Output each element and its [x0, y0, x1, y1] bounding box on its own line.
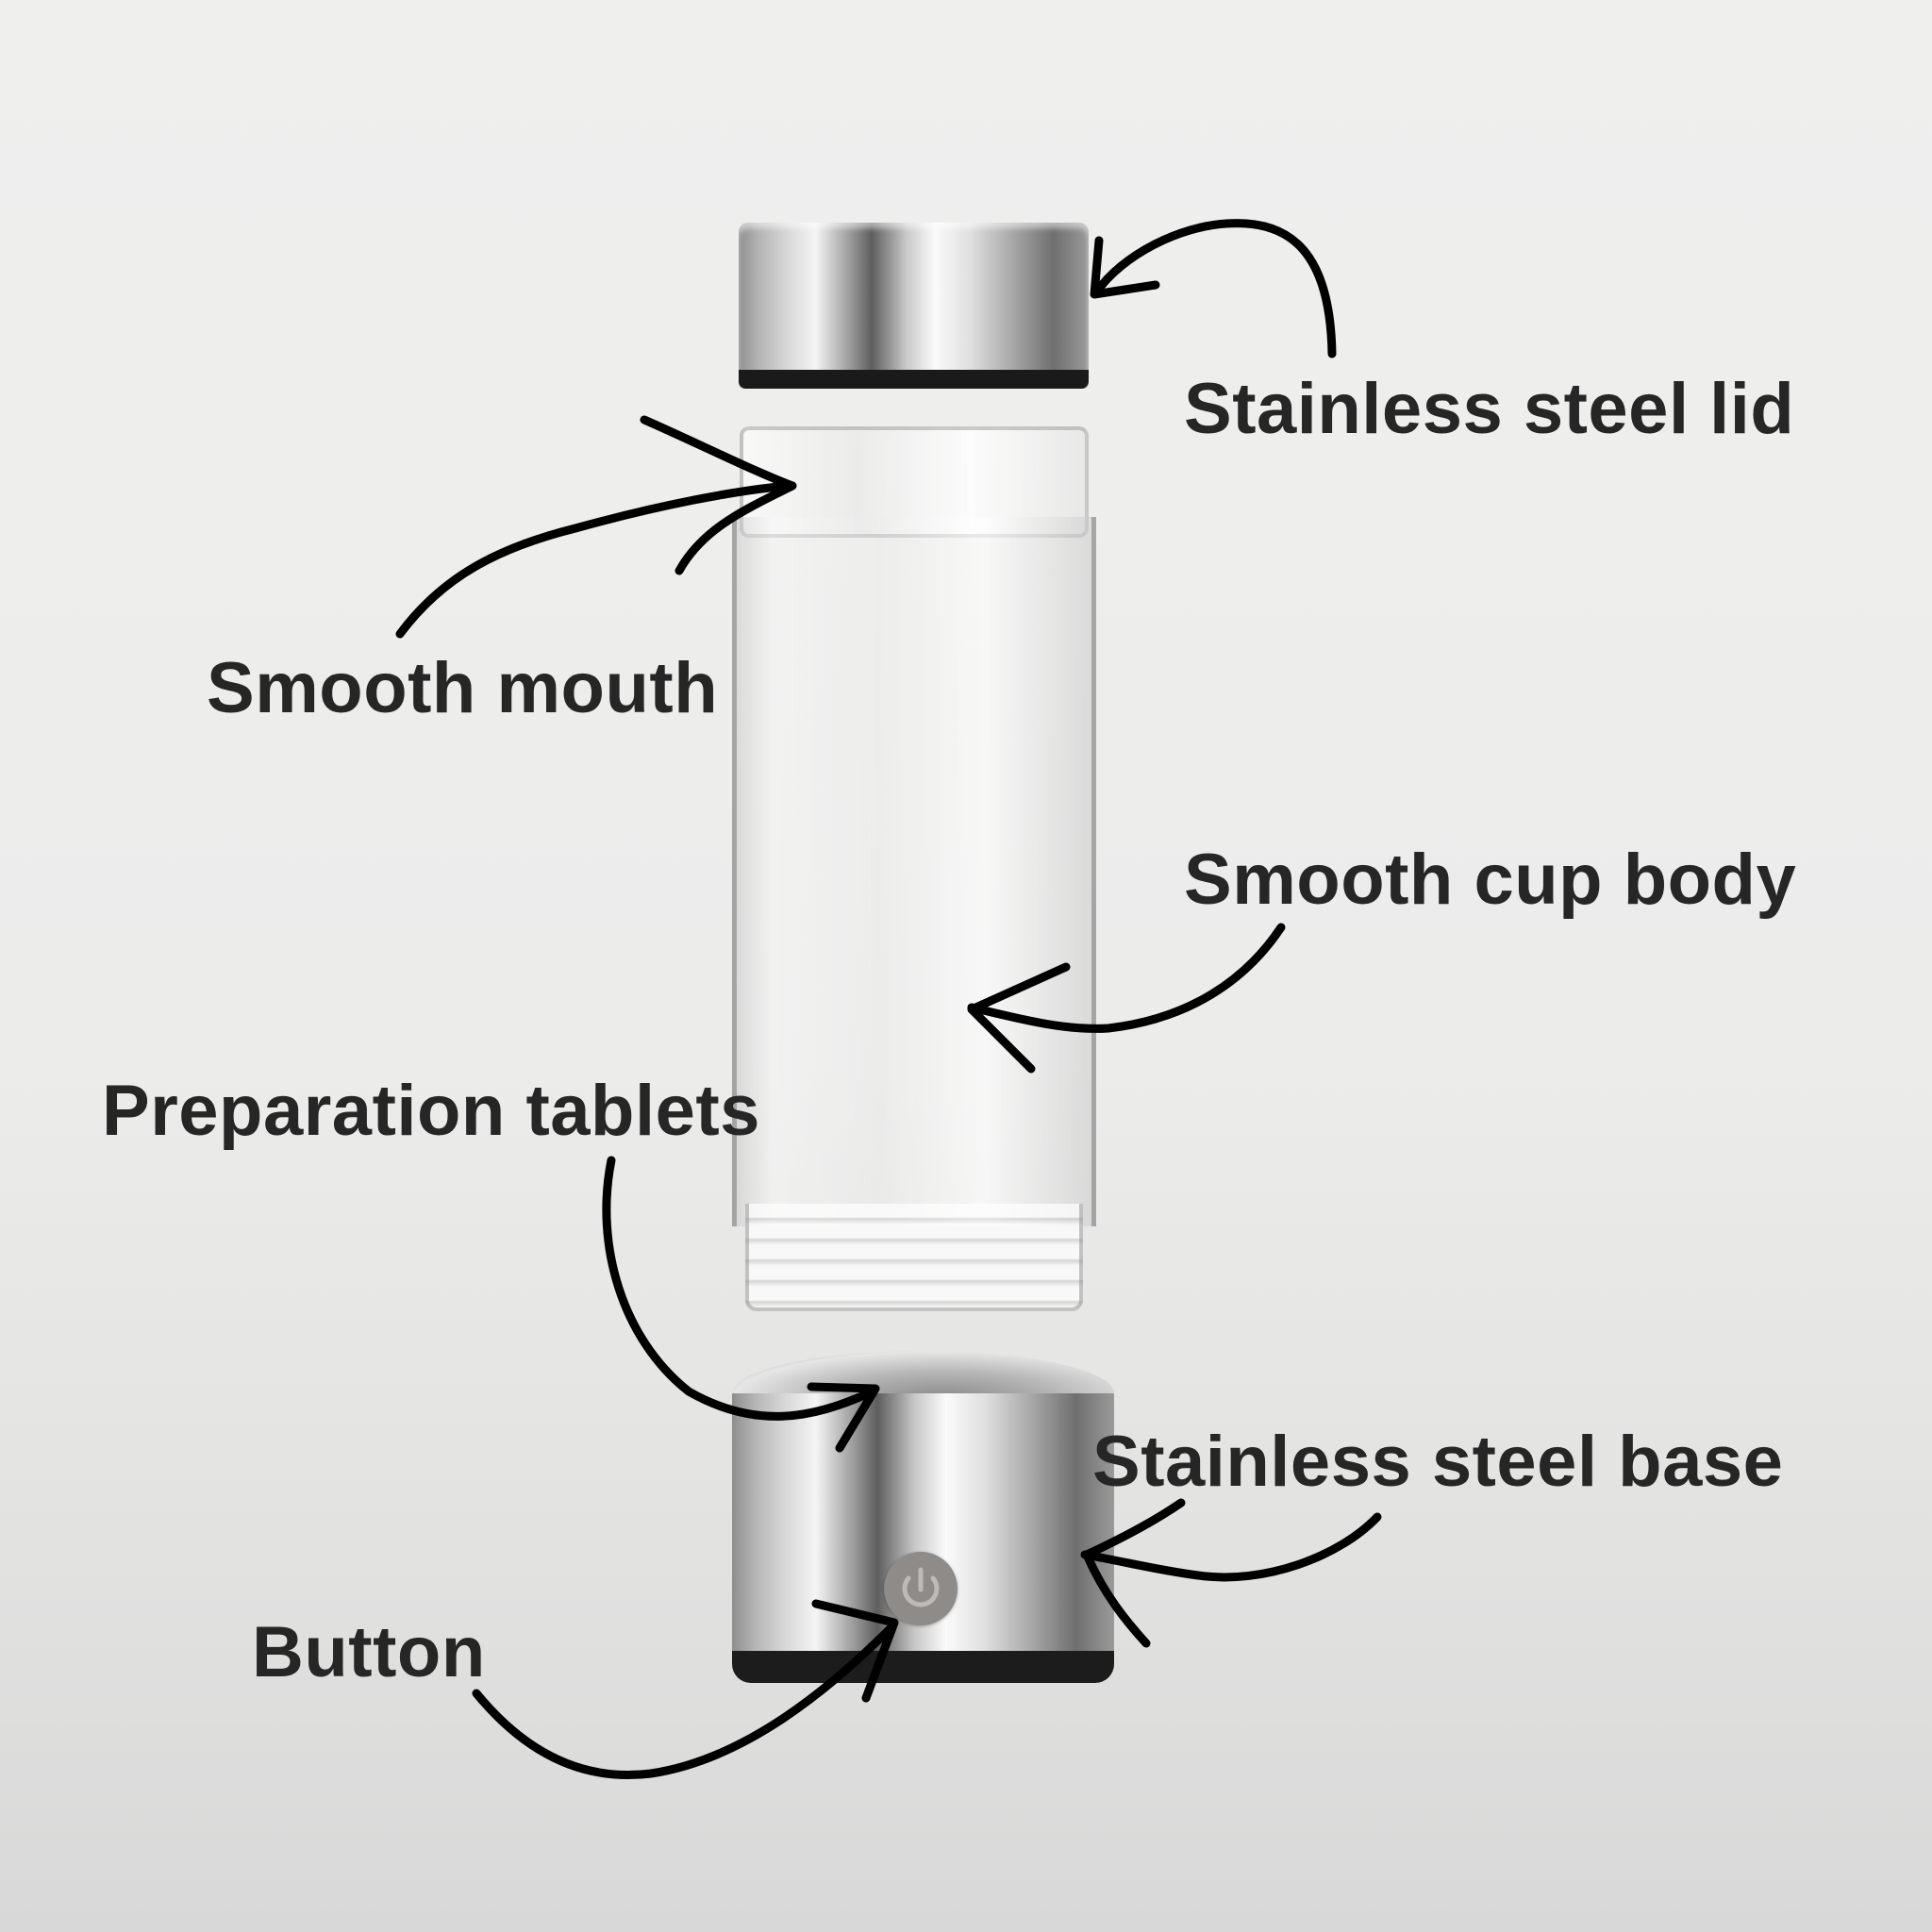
button-arrow	[472, 1623, 896, 1779]
stainless-steel-lid	[739, 223, 1089, 389]
label-stainless-steel-base: Stainless steel base	[1092, 1422, 1784, 1502]
base-bottom-ring	[732, 1651, 1114, 1683]
label-smooth-mouth: Smooth mouth	[207, 648, 719, 728]
label-button: Button	[252, 1612, 486, 1692]
glass-thread	[745, 1204, 1083, 1311]
glass-cup-body	[732, 426, 1096, 1311]
stainless-steel-base	[732, 1351, 1114, 1683]
label-smooth-cup-body: Smooth cup body	[1184, 840, 1797, 920]
body-arrow	[967, 923, 1286, 1033]
power-icon	[902, 1567, 940, 1607]
power-button[interactable]	[884, 1552, 958, 1625]
label-stainless-steel-lid: Stainless steel lid	[1184, 369, 1795, 449]
lid-gasket	[739, 370, 1089, 389]
glass-cylinder	[732, 517, 1096, 1226]
label-preparation-tablets: Preparation tablets	[102, 1071, 760, 1151]
lid-arrow	[1091, 219, 1337, 358]
tablets-arrow	[602, 1156, 877, 1421]
mouth-arrow	[395, 481, 792, 639]
base-arrow	[1080, 1512, 1382, 1582]
